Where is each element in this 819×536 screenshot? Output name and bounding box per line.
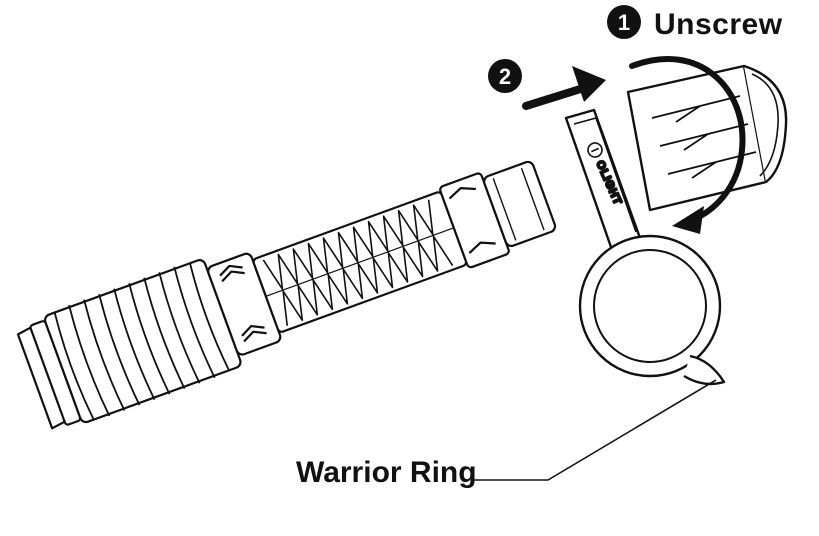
step-1-number: 1: [618, 10, 630, 35]
ring-tab: [683, 354, 726, 386]
battery-tube: [252, 191, 468, 333]
tail-threads: [439, 160, 557, 269]
flashlight-head: [16, 320, 82, 430]
step-2-number: 2: [499, 64, 511, 89]
cooling-fins: [43, 259, 242, 424]
rotation-arrow-icon: [629, 55, 746, 234]
flashlight-body: [16, 160, 557, 430]
step-1-badge: 1: [607, 5, 641, 39]
tail-cap: [626, 64, 788, 212]
warrior-ring-label: Warrior Ring: [296, 456, 477, 489]
step-1-label: Unscrew: [654, 8, 783, 41]
warrior-ring: OLIGHT: [564, 108, 726, 386]
ring-inner: [593, 249, 707, 363]
warrior-ring-callout: Warrior Ring: [296, 379, 717, 489]
insert-arrow-icon: [522, 66, 606, 110]
step-2-badge: 2: [488, 59, 522, 93]
